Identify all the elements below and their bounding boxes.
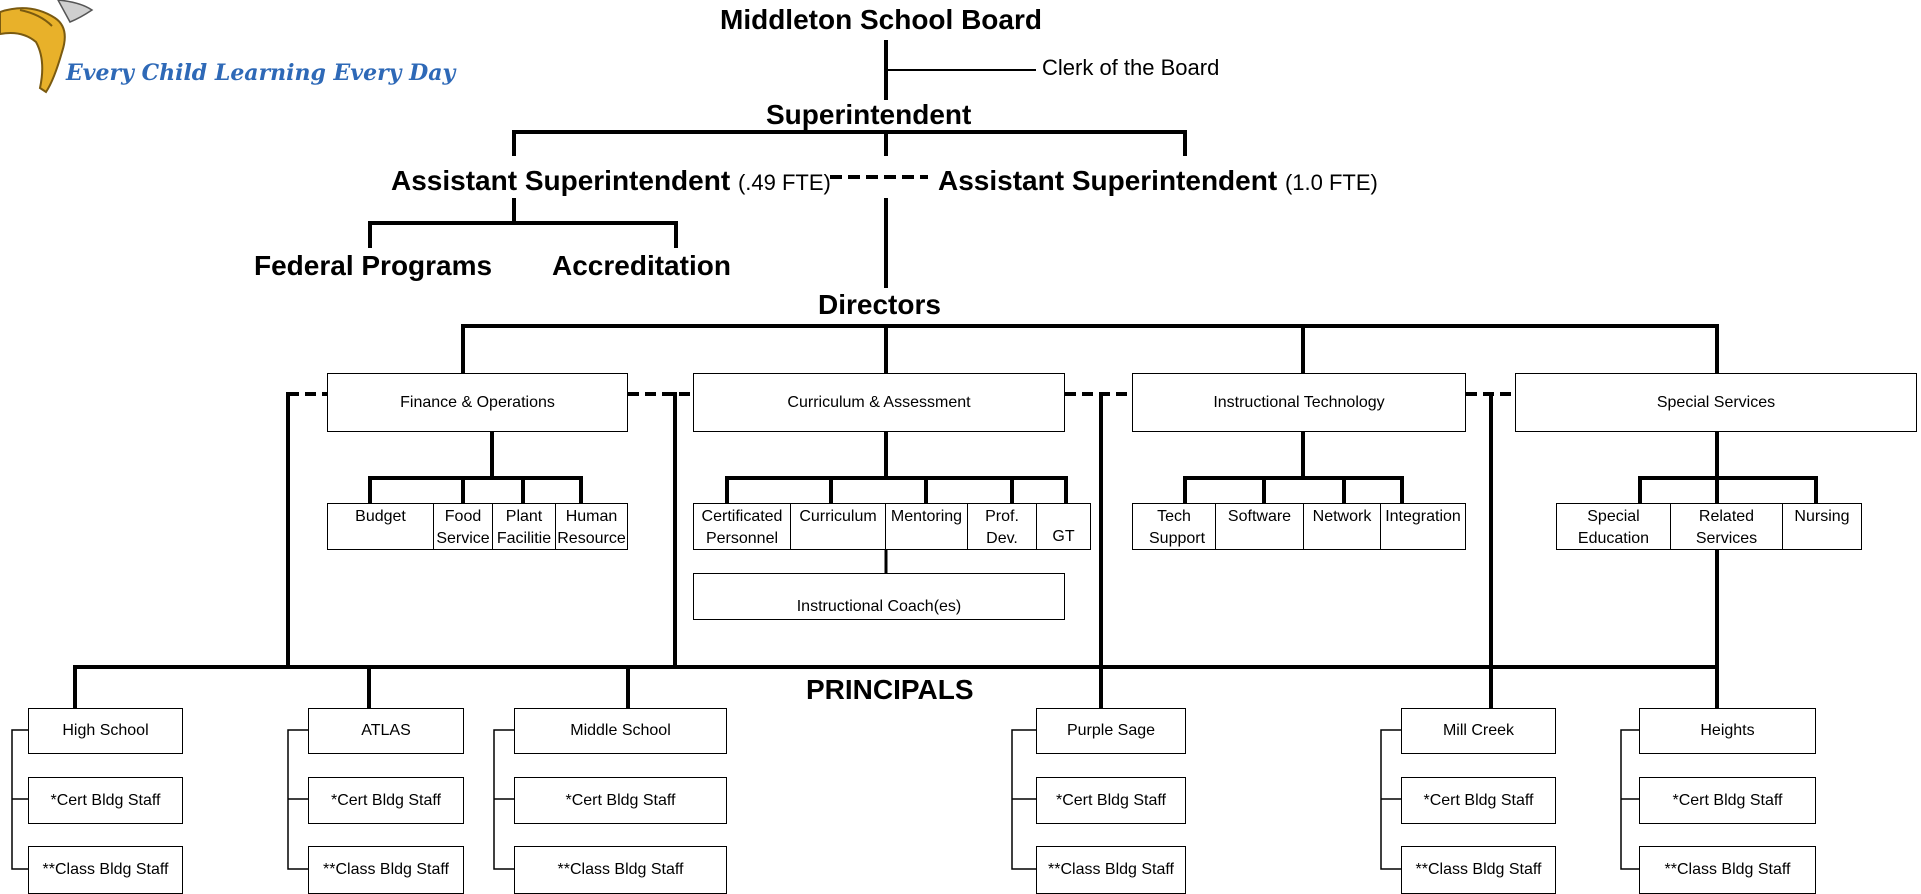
school-heights: Heights (1639, 708, 1816, 754)
assistant-right-fte: (1.0 FTE) (1284, 170, 1378, 195)
accreditation-title: Accreditation (552, 250, 731, 281)
class-staff-atlas: **Class Bldg Staff (308, 846, 464, 894)
class-staff-purple-sage: **Class Bldg Staff (1036, 846, 1186, 894)
sub-gt: GT (1036, 503, 1091, 550)
sub-software: Software (1215, 503, 1304, 550)
cert-staff-purple-sage: *Cert Bldg Staff (1036, 777, 1186, 824)
sub-certificated-personnel: Certificated Personnel (693, 503, 791, 550)
school-motto: Every Child Learning Every Day (66, 60, 456, 86)
sub-prof-dev: Prof. Dev. (967, 503, 1037, 550)
director-special-services: Special Services (1515, 373, 1917, 432)
school-middle-school: Middle School (514, 708, 727, 754)
assistant-left-title: Assistant Superintendent (391, 165, 731, 196)
sub-plant-facilities: Plant Facilitie (492, 503, 556, 550)
assistant-superintendent-left: Assistant Superintendent (.49 FTE) (391, 167, 831, 195)
clerk-of-the-board: Clerk of the Board (1042, 55, 1220, 80)
cert-staff-atlas: *Cert Bldg Staff (308, 777, 464, 824)
cert-staff-mill-creek: *Cert Bldg Staff (1401, 777, 1556, 824)
sub-budget: Budget (327, 503, 434, 550)
school-purple-sage: Purple Sage (1036, 708, 1186, 754)
school-atlas: ATLAS (308, 708, 464, 754)
sub-gt-label: GT (1052, 528, 1075, 545)
directors-title: Directors (818, 289, 941, 320)
school-high-school: High School (28, 708, 183, 754)
sub-curriculum: Curriculum (790, 503, 886, 550)
cert-staff-high-school: *Cert Bldg Staff (28, 777, 183, 824)
assistant-right-title: Assistant Superintendent (938, 165, 1278, 196)
sub-special-education: Special Education (1556, 503, 1671, 550)
superintendent-title: Superintendent (766, 99, 972, 130)
director-finance-operations: Finance & Operations (327, 373, 628, 432)
assistant-superintendent-right: Assistant Superintendent (1.0 FTE) (938, 167, 1378, 195)
school-mill-creek: Mill Creek (1401, 708, 1556, 754)
cert-staff-heights: *Cert Bldg Staff (1639, 777, 1816, 824)
director-curriculum-assessment: Curriculum & Assessment (693, 373, 1065, 432)
sub-integration: Integration (1380, 503, 1466, 550)
sub-nursing: Nursing (1782, 503, 1862, 550)
instructional-coaches: Instructional Coach(es) (693, 573, 1065, 620)
viking-logo-icon (0, 0, 94, 94)
sub-network: Network (1303, 503, 1381, 550)
sub-food-service: Food Service (433, 503, 493, 550)
sub-mentoring: Mentoring (885, 503, 968, 550)
school-board-title: Middleton School Board (720, 4, 1042, 35)
sub-related-services: Related Services (1670, 503, 1783, 550)
sub-tech-support: Tech Support (1132, 503, 1216, 550)
sub-human-resource: Human Resource (555, 503, 628, 550)
federal-programs-title: Federal Programs (254, 250, 493, 281)
principals-title: PRINCIPALS (806, 674, 974, 705)
class-staff-heights: **Class Bldg Staff (1639, 846, 1816, 894)
class-staff-mill-creek: **Class Bldg Staff (1401, 846, 1556, 894)
director-instructional-technology: Instructional Technology (1132, 373, 1466, 432)
assistant-left-fte: (.49 FTE) (737, 170, 831, 195)
cert-staff-middle-school: *Cert Bldg Staff (514, 777, 727, 824)
class-staff-middle-school: **Class Bldg Staff (514, 846, 727, 894)
class-staff-high-school: **Class Bldg Staff (28, 846, 183, 894)
instructional-coaches-label: Instructional Coach(es) (796, 598, 962, 615)
